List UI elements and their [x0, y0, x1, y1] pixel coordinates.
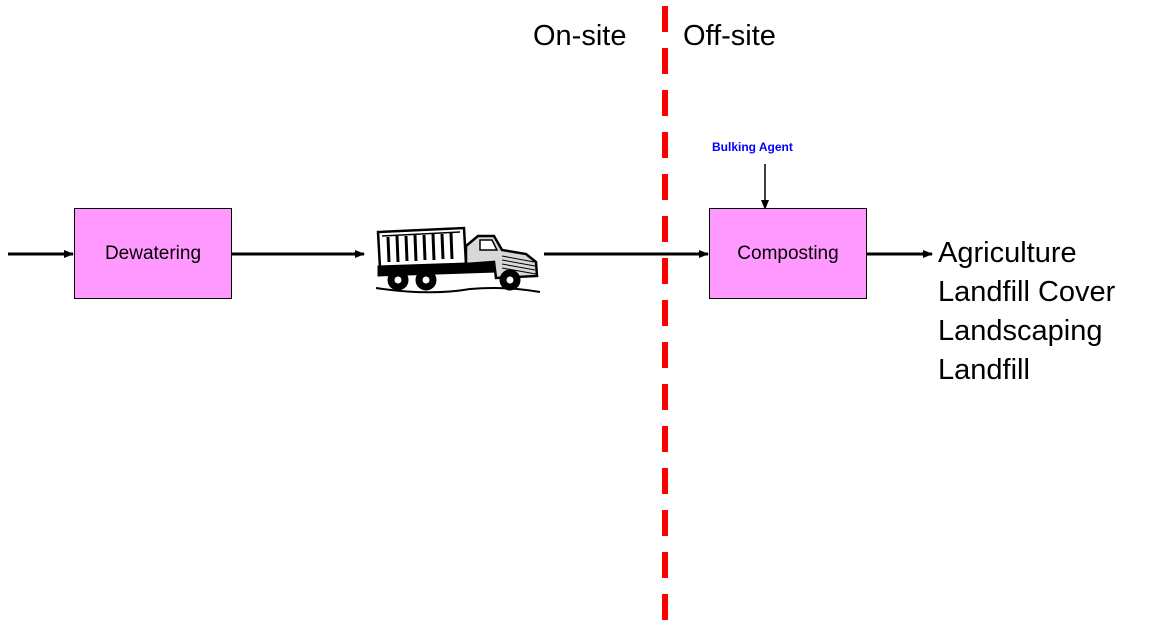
output-destinations-list: Agriculture Landfill Cover Landscaping L… — [938, 234, 1115, 390]
dewatering-box: Dewatering — [74, 208, 232, 299]
composting-box: Composting — [709, 208, 867, 299]
onsite-label: On-site — [533, 20, 627, 52]
bulking-agent-label: Bulking Agent — [712, 140, 793, 154]
output-item: Agriculture — [938, 237, 1077, 269]
dump-truck-icon — [375, 226, 541, 294]
composting-label: Composting — [737, 242, 839, 264]
output-item: Landscaping — [938, 315, 1103, 347]
output-item: Landfill — [938, 354, 1030, 386]
dewatering-label: Dewatering — [104, 242, 202, 264]
output-item: Landfill Cover — [938, 276, 1116, 308]
offsite-label: Off-site — [683, 20, 776, 52]
